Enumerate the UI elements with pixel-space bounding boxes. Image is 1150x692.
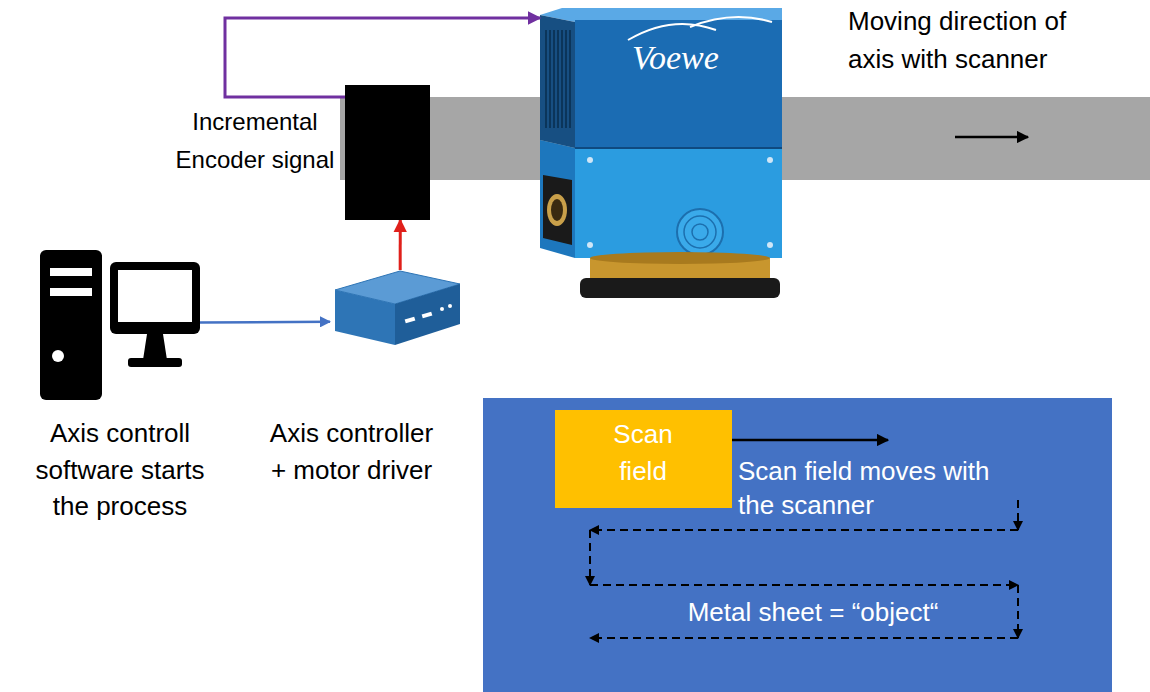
controller-led [440,307,444,311]
scan-field: Scan field [555,410,732,508]
controller-port [422,312,433,319]
node-text: Metal sheet = “object“ [663,597,963,627]
controller-led [448,304,452,308]
screw [767,242,773,248]
node-text: Scan field [603,416,683,490]
monitor-screen [118,270,192,322]
node-text: Incremental Encoder signal [170,103,340,179]
monitor-base [128,358,182,367]
encoder-box: Incremental Encoder signal [345,85,430,220]
controller-port [405,317,416,324]
logo-swoosh [690,17,772,27]
node-text: Voewe [632,38,772,78]
scanner-window [543,175,572,245]
monitor-stand [143,334,167,360]
monitor [110,262,200,334]
drive-slot [50,288,92,296]
scanner-base [580,278,780,298]
computer-icon [40,250,200,400]
axis-band: Moving direction of axis with scanner [340,97,1150,180]
controller-icon [335,271,460,345]
node-text: Moving direction of axis with scanner [848,2,1088,78]
logo-swoosh [628,24,716,40]
signal-connector [399,220,402,270]
computer-node: Axis controll software starts the proces… [40,245,200,400]
signal-connector [200,321,330,324]
scanner-lens-ring-top [590,252,770,264]
node-text: Axis controll software starts the proces… [25,415,215,525]
scanner-knob-ring [684,216,716,248]
controller-node: Axis controller + motor driver [330,270,460,345]
scanner-lens [547,194,567,226]
scanner-head: Voewe [540,8,780,298]
drive-slot [50,268,92,276]
controller-front [335,290,395,345]
node-text: Axis controller + motor driver [264,415,439,488]
controller-side [395,284,460,345]
metal-sheet: Metal sheet = “object“ Scan field [483,398,1112,692]
scanner-knob [677,209,723,255]
screw [587,242,593,248]
scanner-lens-core [551,199,563,221]
power-button [52,350,64,362]
controller-top [335,271,460,304]
path-note: Scan field moves with the scanner [738,454,1023,522]
scanner-lens-ring [590,258,770,280]
computer-tower [40,250,102,400]
scanner-knob-ring [692,224,708,240]
scanner-top [540,8,782,22]
